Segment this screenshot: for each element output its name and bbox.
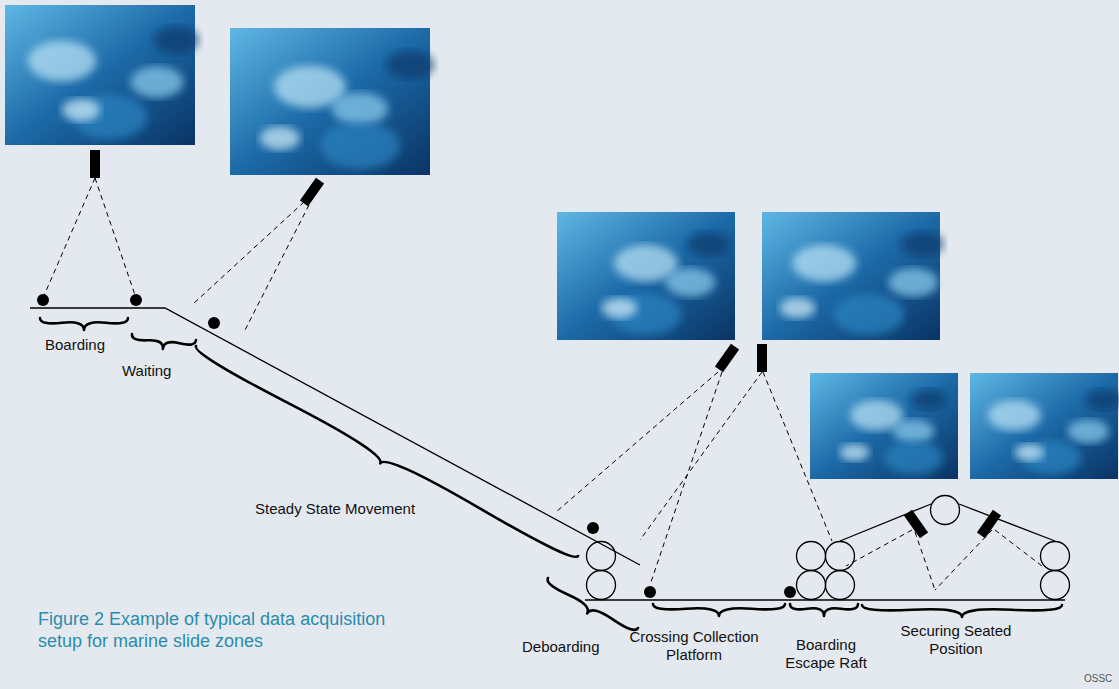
view-line — [43, 178, 136, 298]
photo-detail — [602, 298, 638, 318]
camera-views — [43, 178, 1042, 590]
zone-bracket — [196, 346, 578, 557]
photo-detail — [153, 27, 199, 54]
sensor-dot — [208, 317, 220, 329]
photo-detail — [988, 400, 1041, 431]
label-anchor: Securing Seated Position — [878, 622, 1034, 658]
camera — [977, 510, 1001, 539]
photo-frame — [557, 212, 735, 340]
photo-frame — [5, 5, 195, 145]
sensor-dot — [37, 294, 49, 306]
photo-detail — [1014, 444, 1044, 461]
photo-frame — [762, 212, 940, 340]
sensor-dot — [130, 294, 142, 306]
camera-photos — [5, 5, 1119, 479]
camera-photo — [557, 212, 735, 340]
slide-structure — [30, 308, 1070, 600]
photo-detail — [893, 419, 934, 443]
photo-detail — [901, 232, 944, 257]
zone-bracket — [653, 604, 785, 616]
photo-detail — [792, 245, 856, 282]
photo-detail — [1068, 419, 1109, 443]
tube — [1041, 542, 1070, 571]
sensor-dot — [784, 586, 796, 598]
zone-bracket — [132, 334, 196, 349]
slide-line — [30, 308, 640, 565]
photo-detail — [833, 294, 904, 335]
camera — [715, 344, 739, 373]
camera-photo — [5, 5, 199, 145]
camera — [904, 510, 928, 539]
tube — [1041, 571, 1070, 600]
view-line — [935, 530, 1042, 590]
zone-label: Crossing Collection Platform — [618, 628, 770, 664]
photo-detail — [332, 92, 388, 125]
zone-label: Boarding Escape Raft — [780, 636, 872, 672]
camera-symbols — [90, 150, 1001, 538]
photo-detail — [888, 268, 938, 297]
label-anchor: OSSC — [1084, 673, 1116, 685]
zone-label: Waiting — [122, 362, 192, 380]
zone-bracket — [862, 605, 1062, 617]
photo-detail — [320, 122, 400, 169]
photo-detail — [62, 99, 100, 121]
sensor-dot — [644, 586, 656, 598]
view-line — [556, 372, 722, 585]
view-line — [193, 202, 309, 332]
photo-frame — [810, 373, 958, 479]
label-anchor: Boarding Escape Raft — [780, 636, 872, 672]
tube — [587, 571, 616, 600]
zone-label: Securing Seated Position — [878, 622, 1034, 658]
label-anchor: Boarding — [45, 336, 135, 354]
photo-detail — [840, 444, 870, 461]
tube — [826, 571, 855, 600]
camera-photo — [970, 373, 1119, 479]
view-line — [846, 530, 935, 590]
zone-bracket — [548, 578, 638, 630]
camera — [757, 344, 767, 372]
label-anchor: Waiting — [122, 362, 192, 380]
photo-detail — [130, 66, 183, 97]
photo-detail — [1085, 389, 1119, 409]
zone-label: Steady State Movement — [255, 500, 455, 518]
sensor-dot — [587, 522, 599, 534]
tube — [826, 542, 855, 571]
zone-brackets — [40, 318, 1062, 630]
tube — [587, 542, 616, 571]
zone-bracket — [40, 318, 128, 330]
label-anchor: Figure 2 Example of typical data acquisi… — [38, 609, 423, 652]
photo-frame — [230, 28, 430, 175]
view-line — [640, 372, 832, 541]
platform-line — [585, 599, 1065, 600]
photo-detail — [687, 232, 730, 257]
zone-label: Boarding — [45, 336, 135, 354]
photo-detail — [911, 389, 947, 409]
label-anchor: Crossing Collection Platform — [618, 628, 770, 664]
camera-photo — [762, 212, 944, 340]
camera — [90, 150, 100, 178]
tube — [797, 571, 826, 600]
photo-detail — [780, 298, 816, 318]
figure-caption: Figure 2 Example of typical data acquisi… — [38, 609, 423, 652]
photo-detail — [28, 41, 96, 81]
zone-label: Deboarding — [522, 638, 612, 656]
tube — [931, 496, 960, 525]
photo-frame — [970, 373, 1118, 479]
camera — [300, 178, 324, 207]
camera-photo — [230, 28, 434, 175]
photo-detail — [666, 268, 716, 297]
zone-bracket — [790, 604, 858, 616]
label-anchor: Steady State Movement — [255, 500, 455, 518]
label-anchor: Deboarding — [522, 638, 612, 656]
photo-detail — [386, 51, 434, 79]
raft-canopy — [840, 504, 1055, 541]
photo-detail — [884, 441, 943, 475]
photo-detail — [260, 126, 300, 150]
sensor-dots — [37, 294, 796, 598]
camera-photo — [810, 373, 958, 479]
tube — [797, 542, 826, 571]
zone-label: OSSC — [1084, 673, 1116, 685]
